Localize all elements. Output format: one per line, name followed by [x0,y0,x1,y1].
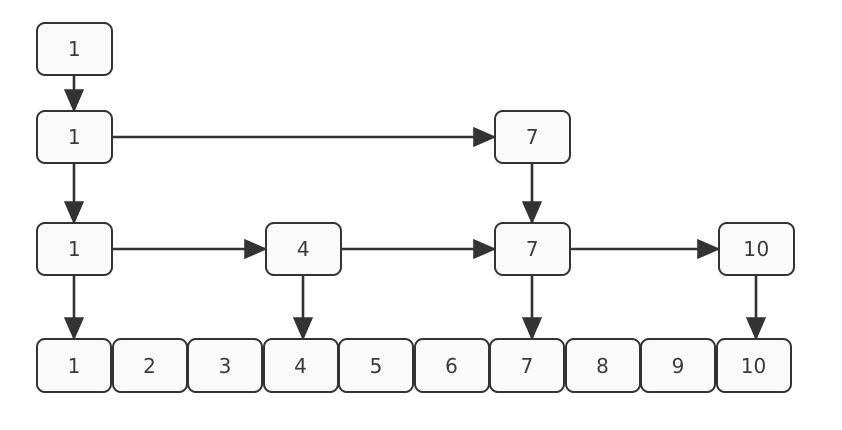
base-cell-5[interactable]: 5 [338,338,414,393]
base-cell-1[interactable]: 1 [36,338,112,393]
base-cell-9[interactable]: 9 [640,338,716,393]
node-l4-1[interactable]: 1 [36,22,113,76]
node-l2-10[interactable]: 10 [718,222,795,276]
node-l2-7[interactable]: 7 [494,222,571,276]
base-cell-10[interactable]: 10 [715,338,792,393]
base-cell-7[interactable]: 7 [489,338,565,393]
node-l3-1[interactable]: 1 [36,110,113,164]
base-cell-2[interactable]: 2 [111,338,188,393]
base-cell-6[interactable]: 6 [413,338,490,393]
base-cell-3[interactable]: 3 [187,338,263,393]
node-l2-1[interactable]: 1 [36,222,113,276]
node-l2-4[interactable]: 4 [265,222,342,276]
node-l3-7[interactable]: 7 [494,110,571,164]
base-cell-8[interactable]: 8 [564,338,641,393]
edges-group [63,76,767,341]
base-cell-4[interactable]: 4 [262,338,339,393]
